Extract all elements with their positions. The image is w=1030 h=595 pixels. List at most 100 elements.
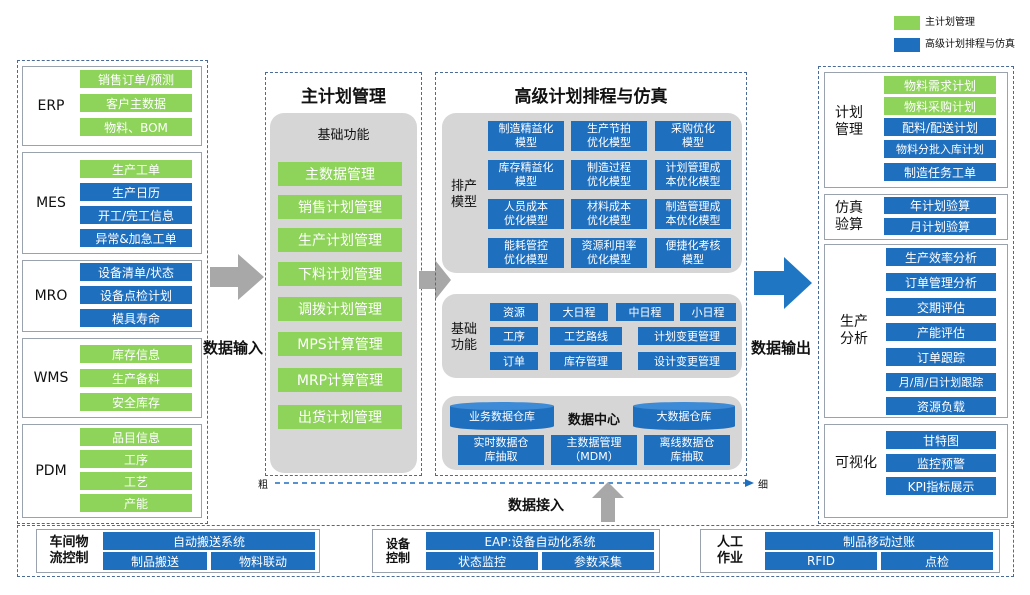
bottom-logistics-item: 物料联动 [211, 552, 315, 570]
output-arrow-icon [754, 257, 812, 309]
aps-model: 库存精益化 模型 [488, 160, 564, 190]
plan-management-item: 物料需求计划 [884, 76, 996, 94]
mro-item: 设备清单/状态 [80, 263, 192, 281]
aps-basic-item: 库存管理 [550, 352, 622, 370]
data-output-label: 数据输出 [751, 339, 812, 357]
data-access-label: 数据接入 [508, 498, 564, 514]
bottom-manual-name: 人工 作业 [716, 535, 743, 566]
bottom-equipment-name: 设备 控制 [385, 536, 410, 565]
mes-item: 生产工单 [80, 160, 192, 178]
data-center-item: 实时数据仓 库抽取 [458, 435, 544, 465]
aps-model: 生产节拍 优化模型 [571, 121, 647, 151]
system-erp-name: ERP [37, 97, 65, 114]
master-plan-item: 主数据管理 [278, 162, 402, 186]
output-production-analysis-name: 生产 分析 [840, 314, 868, 347]
aps-basic-item: 订单 [490, 352, 538, 370]
fine-label: 细 [758, 480, 768, 491]
pdm-item: 工艺 [80, 472, 192, 490]
bottom-equipment-item: 状态监控 [426, 552, 538, 570]
aps-basic-item: 工艺路线 [550, 327, 622, 345]
pdm-item: 品目信息 [80, 428, 192, 446]
wms-item: 生产备料 [80, 369, 192, 387]
master-plan-item: MRP计算管理 [278, 368, 402, 392]
aps-container [435, 72, 747, 476]
plan-management-item: 物料采购计划 [884, 97, 996, 115]
bottom-manual-item: RFID [765, 552, 877, 570]
master-plan-item: 调拨计划管理 [278, 297, 402, 321]
data-center-title: 数据中心 [567, 413, 620, 428]
aps-model: 计划管理成 本优化模型 [655, 160, 731, 190]
coarse-to-fine-arrow-icon [275, 479, 754, 487]
bottom-equipment-top: EAP:设备自动化系统 [426, 532, 654, 550]
output-plan-management-name: 计划 管理 [835, 105, 863, 138]
pdm-item: 产能 [80, 494, 192, 512]
aps-model: 采购优化 模型 [655, 121, 731, 151]
data-center-item: 离线数据仓 库抽取 [644, 435, 730, 465]
master-plan-item: 销售计划管理 [278, 195, 402, 219]
system-mes-name: MES [36, 194, 66, 211]
visualization-item: 监控预警 [886, 454, 996, 472]
bottom-equipment-item: 参数采集 [542, 552, 654, 570]
master-plan-subtitle: 基础功能 [317, 128, 370, 143]
production-analysis-item: 月/周/日计划跟踪 [886, 373, 996, 391]
plan-management-item: 配料/配送计划 [884, 118, 996, 136]
bottom-manual-top: 制品移动过账 [765, 532, 993, 550]
erp-item: 销售订单/预测 [80, 70, 192, 88]
big-data-database-icon [633, 402, 735, 430]
wms-item: 安全库存 [80, 393, 192, 411]
legend-label-aps: 高级计划排程与仿真 [925, 39, 1015, 50]
aps-basic-item: 工序 [490, 327, 538, 345]
data-input-label: 数据输入 [203, 339, 264, 357]
business-database-label: 业务数据仓库 [469, 410, 535, 423]
plan-management-item: 制造任务工单 [884, 163, 996, 181]
business-database-icon [450, 402, 554, 430]
system-mro-name: MRO [34, 287, 68, 304]
master-plan-item: 出货计划管理 [278, 405, 402, 429]
coarse-label: 粗 [258, 480, 268, 491]
master-plan-title: 主计划管理 [301, 87, 386, 107]
data-access-arrow-icon [592, 482, 624, 522]
data-center-item: 主数据管理 （MDM） [551, 435, 637, 465]
mes-item: 异常&加急工单 [80, 229, 192, 247]
simulation-item: 年计划验算 [884, 197, 996, 214]
aps-basic-item: 资源 [490, 303, 538, 321]
system-pdm-name: PDM [35, 462, 67, 479]
visualization-item: KPI指标展示 [886, 477, 996, 495]
output-simulation-name: 仿真 验算 [835, 200, 863, 233]
wms-item: 库存信息 [80, 345, 192, 363]
legend-label-master: 主计划管理 [925, 17, 975, 28]
bottom-logistics-top: 自动搬送系统 [103, 532, 315, 550]
mes-item: 生产日历 [80, 183, 192, 201]
aps-basic-item: 计划变更管理 [638, 327, 736, 345]
mro-item: 设备点检计划 [80, 286, 192, 304]
production-analysis-item: 生产效率分析 [886, 248, 996, 266]
production-analysis-item: 订单跟踪 [886, 348, 996, 366]
visualization-item: 甘特图 [886, 431, 996, 449]
left-systems-container [17, 60, 208, 524]
legend-swatch-aps [894, 38, 920, 52]
aps-basic-item: 小日程 [680, 303, 736, 321]
bottom-logistics-name: 车间物 流控制 [49, 535, 89, 566]
erp-item: 客户主数据 [80, 94, 192, 112]
aps-model: 制造过程 优化模型 [571, 160, 647, 190]
production-analysis-item: 资源负载 [886, 397, 996, 415]
aps-title: 高级计划排程与仿真 [514, 87, 668, 107]
bottom-manual-item: 点检 [881, 552, 993, 570]
plan-management-item: 物料分批入库计划 [884, 140, 996, 158]
aps-model: 便捷化考核 模型 [655, 238, 731, 268]
aps-model: 人员成本 优化模型 [488, 199, 564, 229]
aps-basic-item: 中日程 [616, 303, 674, 321]
aps-models-label: 排产 模型 [450, 179, 477, 210]
production-analysis-item: 产能评估 [886, 323, 996, 341]
bottom-container [17, 525, 1014, 577]
aps-model: 制造精益化 模型 [488, 121, 564, 151]
aps-model: 材料成本 优化模型 [571, 199, 647, 229]
right-outputs-container [818, 66, 1014, 524]
mro-item: 模具寿命 [80, 309, 192, 327]
bottom-logistics-item: 制品搬送 [103, 552, 207, 570]
aps-basic-item: 大日程 [550, 303, 608, 321]
master-plan-item: 生产计划管理 [278, 228, 402, 252]
aps-model: 资源利用率 优化模型 [571, 238, 647, 268]
production-analysis-item: 交期评估 [886, 298, 996, 316]
aps-model: 能耗管控 优化模型 [488, 238, 564, 268]
